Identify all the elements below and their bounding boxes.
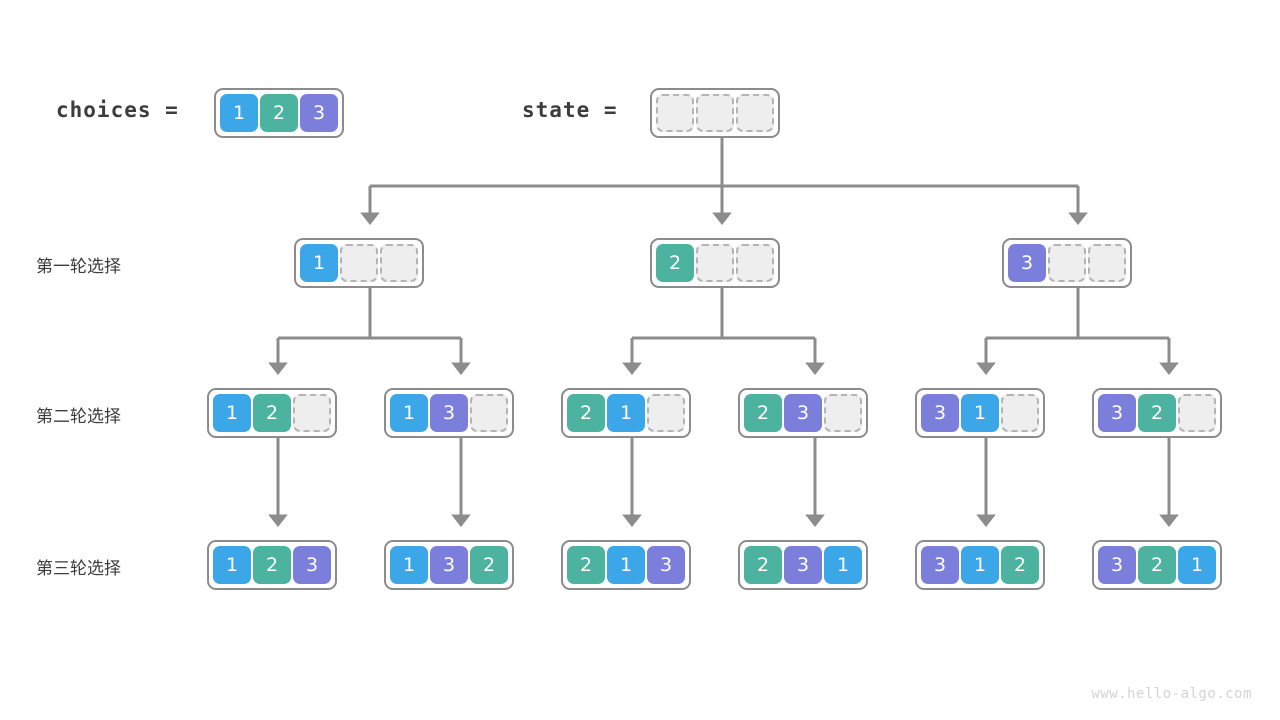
r3n5-cell-0: 3 — [921, 546, 959, 584]
r3n3-cell-1: 1 — [607, 546, 645, 584]
r1n3-cell-1-empty — [1048, 244, 1086, 282]
r3n1-cell-2: 3 — [293, 546, 331, 584]
r3n1-cell-1: 2 — [253, 546, 291, 584]
r1n3-cell-2-empty — [1088, 244, 1126, 282]
r1n2-cell-2-empty — [736, 244, 774, 282]
state-array-round-1-node-2: 2 — [650, 238, 780, 288]
r2n5-cell-0: 3 — [921, 394, 959, 432]
r2n2-cell-1: 3 — [430, 394, 468, 432]
choices-label: choices = — [56, 98, 179, 122]
r3n2-cell-0: 1 — [390, 546, 428, 584]
r2n4-cell-1: 3 — [784, 394, 822, 432]
r3n4-cell-2: 1 — [824, 546, 862, 584]
r2n6-cell-1: 2 — [1138, 394, 1176, 432]
r2n1-cell-1: 2 — [253, 394, 291, 432]
r3n3-cell-2: 3 — [647, 546, 685, 584]
r2n6-cell-0: 3 — [1098, 394, 1136, 432]
r3n6-cell-1: 2 — [1138, 546, 1176, 584]
r2n1-cell-0: 1 — [213, 394, 251, 432]
watermark: www.hello-algo.com — [1091, 686, 1252, 702]
r3n5-cell-2: 2 — [1001, 546, 1039, 584]
r2n6-cell-2-empty — [1178, 394, 1216, 432]
choices-cell-2: 3 — [300, 94, 338, 132]
r2n2-cell-0: 1 — [390, 394, 428, 432]
r2n2-cell-2-empty — [470, 394, 508, 432]
r2n3-cell-0: 2 — [567, 394, 605, 432]
r1n3-cell-0: 3 — [1008, 244, 1046, 282]
r3n6-cell-0: 3 — [1098, 546, 1136, 584]
choices-cell-0: 1 — [220, 94, 258, 132]
r2n4-cell-2-empty — [824, 394, 862, 432]
state-label: state = — [522, 98, 618, 122]
state-cell-0-empty — [656, 94, 694, 132]
state-cell-1-empty — [696, 94, 734, 132]
r3n4-cell-0: 2 — [744, 546, 782, 584]
row-label-round-3: 第三轮选择 — [36, 559, 121, 579]
r2n3-cell-1: 1 — [607, 394, 645, 432]
state-array — [650, 88, 780, 138]
r3n4-cell-1: 3 — [784, 546, 822, 584]
r2n5-cell-2-empty — [1001, 394, 1039, 432]
r1n1-cell-2-empty — [380, 244, 418, 282]
r3n3-cell-0: 2 — [567, 546, 605, 584]
row-label-round-1: 第一轮选择 — [36, 257, 121, 277]
r3n1-cell-0: 1 — [213, 546, 251, 584]
r1n2-cell-0: 2 — [656, 244, 694, 282]
r3n6-cell-2: 1 — [1178, 546, 1216, 584]
r1n1-cell-1-empty — [340, 244, 378, 282]
r2n3-cell-2-empty — [647, 394, 685, 432]
r3n2-cell-2: 2 — [470, 546, 508, 584]
r3n2-cell-1: 3 — [430, 546, 468, 584]
state-cell-2-empty — [736, 94, 774, 132]
r1n1-cell-0: 1 — [300, 244, 338, 282]
r2n4-cell-0: 2 — [744, 394, 782, 432]
state-array-round-1-node-1: 1 — [294, 238, 424, 288]
r2n1-cell-2-empty — [293, 394, 331, 432]
row-label-round-2: 第二轮选择 — [36, 407, 121, 427]
r1n2-cell-1-empty — [696, 244, 734, 282]
choices-cell-1: 2 — [260, 94, 298, 132]
r2n5-cell-1: 1 — [961, 394, 999, 432]
state-array-round-1-node-3: 3 — [1002, 238, 1132, 288]
r3n5-cell-1: 1 — [961, 546, 999, 584]
